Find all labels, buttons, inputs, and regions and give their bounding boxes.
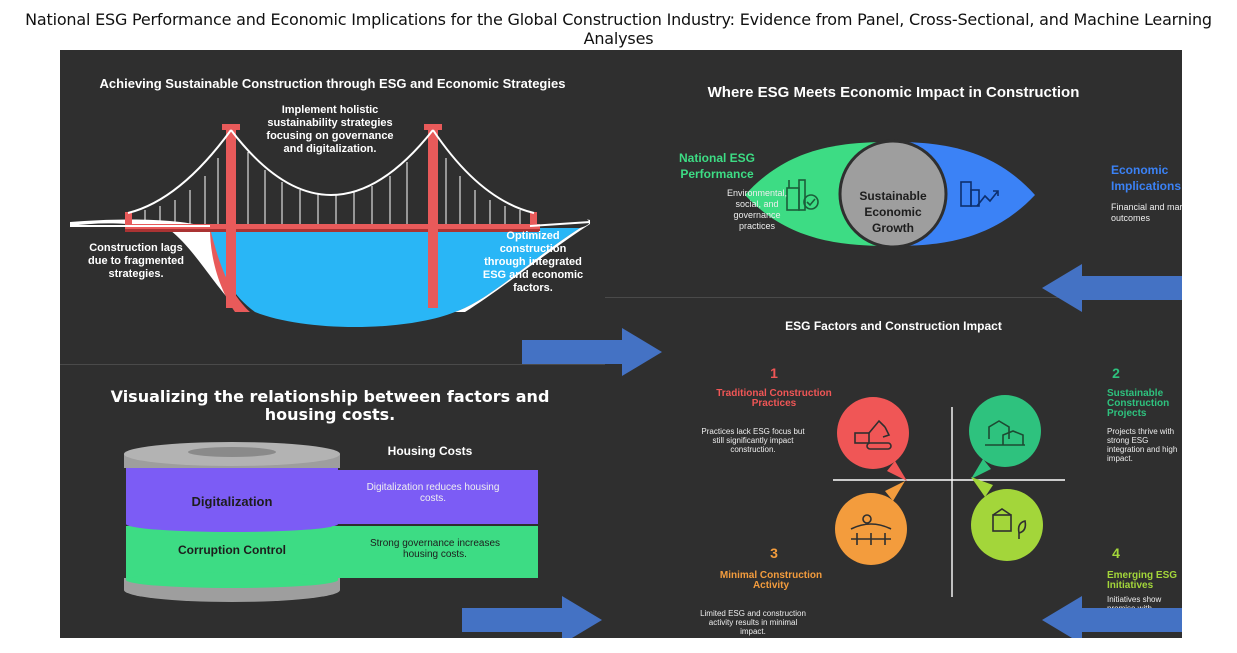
divider-right: [605, 297, 1182, 298]
bridge-title: Achieving Sustainable Construction throu…: [99, 76, 566, 91]
venn-right-desc: Financial and market outcomes: [1111, 202, 1182, 223]
quadrant-3-title: Minimal Construction Activity: [719, 570, 823, 591]
box-sprout-icon: [992, 508, 1027, 539]
quadrant-1-title: Traditional Construction Practices: [716, 388, 832, 409]
note-governance: Strong governance increases housing cost…: [369, 538, 501, 560]
quadrant-3-number: 3: [770, 545, 778, 561]
venn-panel: Where ESG Meets Economic Impact in Const…: [605, 50, 1182, 297]
factory-check-icon: [786, 179, 819, 211]
bridge-right-text: Optimized construction through integrate…: [482, 230, 584, 294]
divider-left: [60, 364, 605, 365]
bridge-top-text: Implement holistic sustainability strate…: [266, 104, 394, 155]
layer-digitalization: Digitalization: [191, 494, 273, 509]
quadrant-3-desc: Limited ESG and construction activity re…: [700, 609, 806, 636]
housing-title: Visualizing the relationship between fac…: [110, 387, 550, 424]
factors-panel: ESG Factors and Construction Impact: [605, 297, 1182, 638]
quadrant-4-title: Emerging ESG Initiatives: [1107, 570, 1178, 591]
bridge-illustration: [70, 124, 591, 327]
housing-panel: Visualizing the relationship between fac…: [60, 364, 605, 638]
arrow-right-bottom: [462, 596, 602, 638]
housing-legend-title: Housing Costs: [387, 444, 473, 458]
quadrant-2-number: 2: [1112, 365, 1120, 381]
note-digitalization: Digitalization reduces housing costs.: [366, 482, 500, 504]
venn-left-title: National ESG Performance: [678, 151, 755, 181]
venn-left-desc: Environmental, social, and governance pr…: [726, 188, 788, 231]
quadrant-1-desc: Practices lack ESG focus but still signi…: [701, 427, 805, 454]
arrow-left-top: [1042, 264, 1182, 312]
venn-right-title: Economic Implications: [1111, 163, 1182, 193]
venn-illustration: [745, 139, 1035, 249]
infographic-canvas: Achieving Sustainable Construction throu…: [60, 50, 1182, 638]
arrow-left-bottom: [1042, 596, 1182, 638]
factors-title: ESG Factors and Construction Impact: [785, 319, 1002, 333]
quadrant-1-number: 1: [770, 365, 778, 381]
quadrant-2-desc: Projects thrive with strong ESG integrat…: [1107, 427, 1178, 463]
quadrant-illustration: [833, 395, 1065, 597]
quadrant-4-number: 4: [1112, 545, 1120, 561]
landscape-fence-icon: [850, 514, 892, 545]
excavator-icon: [854, 419, 892, 450]
quadrant-2-title: Sustainable Construction Projects: [1107, 388, 1170, 419]
bridge-panel: Achieving Sustainable Construction throu…: [60, 50, 605, 364]
page-title: National ESG Performance and Economic Im…: [25, 10, 1212, 48]
cylinder-illustration: [124, 442, 538, 602]
buildings-growth-icon: [960, 181, 999, 207]
bridge-left-text: Construction lags due to fragmented stra…: [88, 242, 184, 280]
venn-title: Where ESG Meets Economic Impact in Const…: [707, 84, 1080, 101]
venn-center-text: Sustainable Economic Growth: [859, 189, 927, 235]
sustainable-buildings-icon: [985, 420, 1025, 446]
arrow-right-middle: [522, 328, 662, 376]
layer-corruption-control: Corruption Control: [178, 543, 286, 557]
